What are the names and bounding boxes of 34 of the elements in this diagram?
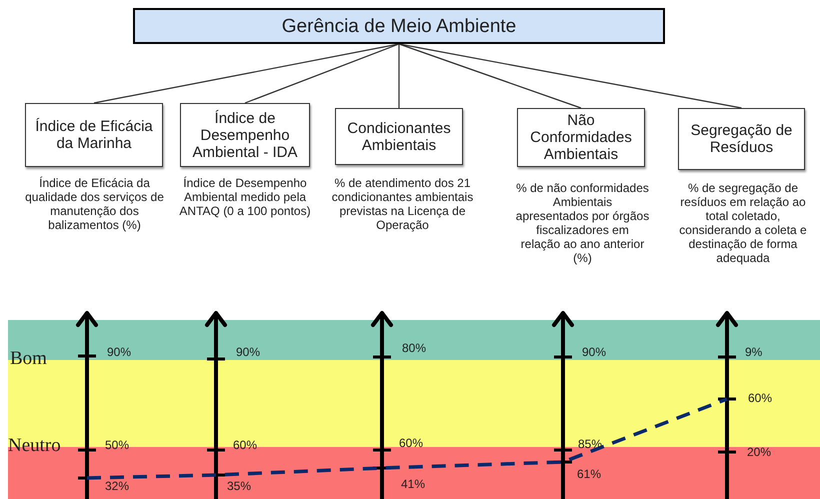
description-text: % de não conformidades Ambientais apresentados por órgãos fiscalizadores em relação ao ano anterior (%) xyxy=(515,181,650,265)
indicator-box xyxy=(180,103,310,167)
axis-value-label: 20% xyxy=(747,445,772,459)
description-text: % de atendimento dos 21 condicionantes ambientais previstas na Licença de Operação xyxy=(330,176,474,232)
box-title: Gerência de Meio Ambiente xyxy=(282,18,516,34)
box-title: Condicionantes Ambientais xyxy=(346,120,452,154)
box-title: Índice de Desempenho Ambiental - IDA xyxy=(191,110,299,160)
axis-value-label: 32% xyxy=(105,479,130,493)
axis-value-label: 80% xyxy=(402,341,426,355)
axis-value-label: 61% xyxy=(577,467,602,481)
axis-value-label: 90% xyxy=(236,345,260,359)
indicator-box xyxy=(25,103,163,167)
axis-value-label: 90% xyxy=(107,345,132,359)
indicator-box xyxy=(335,108,463,165)
indicator-box xyxy=(678,108,805,170)
axis-value-label: 41% xyxy=(401,477,426,491)
description-text: Índice de Eficácia da qualidade dos serviços de manutenção dos balizamentos (%) xyxy=(24,176,165,232)
indicator-box xyxy=(133,8,665,44)
box-title: Índice de Eficácia da Marinha xyxy=(34,118,154,152)
box-title: Segregação de Resíduos xyxy=(690,122,794,156)
indicator-box xyxy=(517,108,645,167)
connector-line xyxy=(94,43,400,104)
connector-line xyxy=(244,43,400,104)
axis-value-label: 35% xyxy=(227,479,252,493)
connector-line xyxy=(398,43,742,109)
axis-value-label: 90% xyxy=(582,345,606,359)
description-text: % de segregação de resíduos em relação ao total coletado, considerando a coleta e destinação de forma adequada xyxy=(678,181,808,265)
box-title: Não Conformidades Ambientais xyxy=(529,112,633,163)
description-text: Índice de Desempenho Ambiental medido pela ANTAQ (0 a 100 pontos) xyxy=(178,176,312,218)
axis-value-label: 60% xyxy=(748,391,772,405)
connector-line xyxy=(398,43,582,109)
connector-line xyxy=(398,44,400,108)
axis-value-label: 60% xyxy=(399,436,424,450)
axis-value-label: 9% xyxy=(745,345,762,359)
